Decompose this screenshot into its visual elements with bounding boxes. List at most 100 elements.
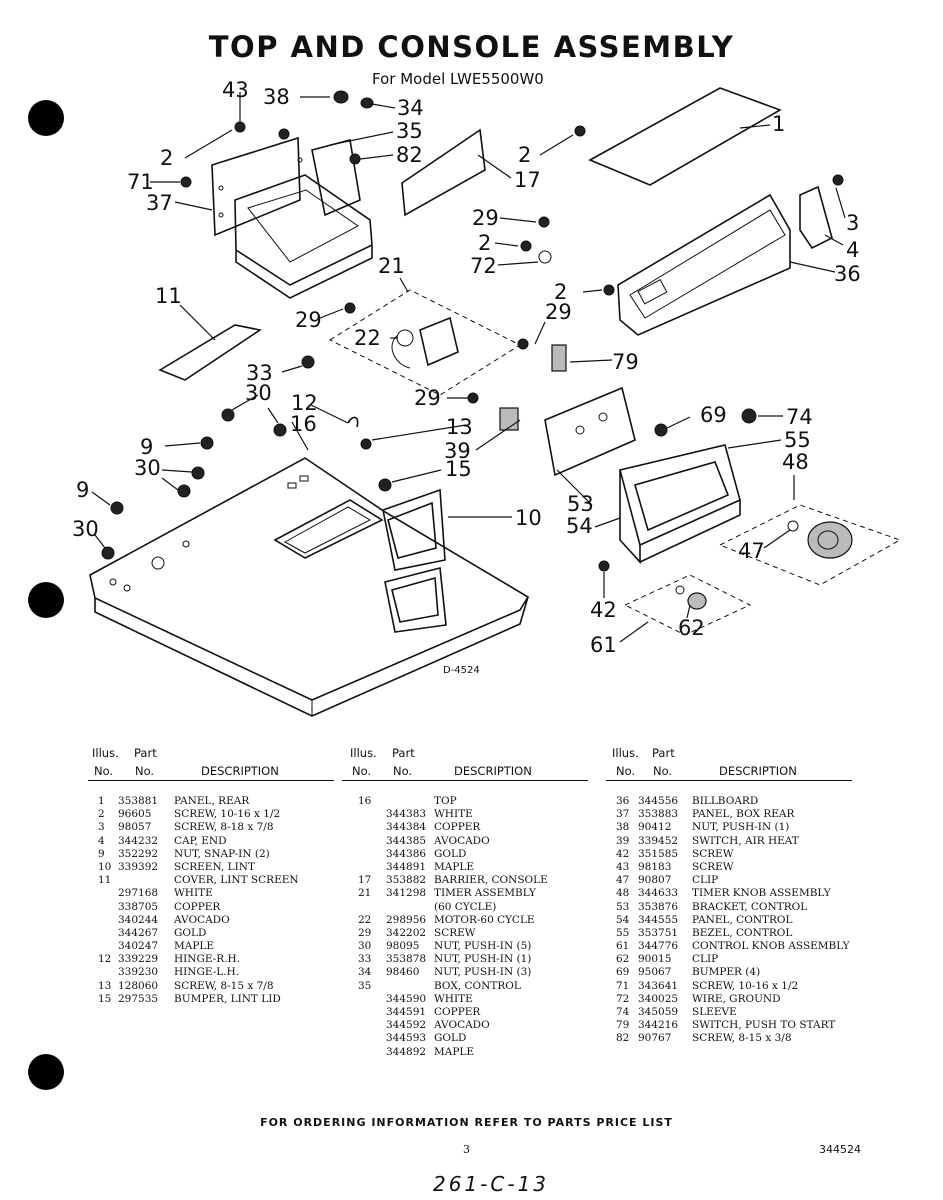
callout-36: 36: [834, 262, 861, 286]
part-description: NUT, PUSH-IN (1): [692, 821, 790, 834]
callout-22: 22: [354, 326, 381, 350]
header-part: Part: [392, 746, 415, 760]
part-number: 344593: [386, 1032, 427, 1045]
callout-9b: 9: [76, 478, 89, 502]
illus-number: 12: [98, 953, 112, 966]
model-subtitle: For Model LWE5500W0: [372, 70, 544, 88]
part-description: MAPLE: [434, 860, 475, 873]
part-number: 343641: [638, 979, 679, 992]
illus-number: 10: [98, 860, 112, 873]
lint-cover-part: [158, 324, 263, 381]
parts-table-header: Illus. Part No. No. DESCRIPTION: [606, 744, 852, 781]
illus-number: 15: [98, 992, 112, 1005]
part-number: 345059: [638, 1006, 679, 1018]
callout-79: 79: [612, 350, 639, 374]
illus-number: 42: [616, 847, 630, 860]
illus-number: 16: [358, 795, 372, 807]
header-description: DESCRIPTION: [454, 764, 532, 778]
part-number: 344383: [386, 808, 427, 821]
callout-61: 61: [590, 633, 617, 657]
part-number: 352292: [118, 847, 159, 860]
part-number: 344384: [386, 821, 427, 834]
parts-row: 16 TOP: [342, 795, 588, 808]
part-description: BUMPER (4): [692, 966, 761, 979]
part-description: PANEL, BOX REAR: [692, 808, 795, 821]
part-number: 344386: [386, 847, 427, 860]
part-number: 339452: [638, 834, 679, 847]
part-description: SCREW, 8-15 x 7/8: [174, 979, 274, 992]
billboard-part: [617, 193, 791, 336]
part-description: (60 CYCLE): [434, 900, 497, 913]
part-description: BUMPER, LINT LID: [174, 992, 281, 1005]
illus-number: 53: [616, 900, 630, 913]
part-number: 353882: [386, 874, 427, 887]
part-number: 351585: [638, 847, 679, 860]
part-number: 344591: [386, 1006, 427, 1018]
illus-number: 9: [98, 847, 105, 860]
part-description: MAPLE: [434, 1045, 475, 1058]
part-description: COPPER: [434, 821, 481, 834]
callout-2d: 2: [554, 280, 567, 304]
part-description: SCREW, 8-18 x 7/8: [174, 821, 274, 834]
part-description: BEZEL, CONTROL: [692, 926, 793, 939]
part-number: 340025: [638, 992, 679, 1005]
callout-labels: 43 38 34 35 2 82 71 37 17 2 1 3 4 36 29 …: [72, 78, 861, 676]
part-description: WHITE: [434, 992, 473, 1005]
part-number: 339229: [118, 953, 159, 966]
part-description: TIMER ASSEMBLY: [434, 887, 536, 900]
hardware-parts: [101, 90, 844, 572]
illus-number: 30: [358, 940, 372, 953]
callout-29c: 29: [545, 300, 572, 324]
part-number: 340247: [118, 940, 159, 953]
parts-table-header: Illus. Part No. No. DESCRIPTION: [342, 744, 588, 781]
handwritten-note: 261-C-13: [433, 1172, 550, 1196]
control-bracket-part: [544, 386, 636, 477]
part-description: CONTROL KNOB ASSEMBLY: [692, 940, 850, 953]
part-description: BILLBOARD: [692, 795, 759, 807]
callout-54: 54: [566, 514, 593, 538]
binder-hole-3: [28, 1054, 64, 1090]
part-number: 90767: [638, 1032, 672, 1045]
callout-4: 4: [846, 238, 859, 262]
part-number: 96605: [118, 808, 152, 821]
callout-33: 33: [246, 361, 273, 385]
callout-69: 69: [700, 403, 727, 427]
header-description: DESCRIPTION: [719, 764, 797, 778]
part-description: BARRIER, CONSOLE: [434, 874, 548, 887]
part-description: WHITE: [174, 887, 213, 900]
part-description: AVOCADO: [434, 834, 490, 847]
callout-12: 12: [291, 391, 318, 415]
illus-number: 43: [616, 860, 630, 873]
part-description: TOP: [434, 795, 457, 807]
illus-number: 69: [616, 966, 630, 979]
parts-table-column-2: Illus. Part No. No. DESCRIPTION 16 TOP 344…: [342, 744, 588, 1059]
document-number: 344524: [819, 1143, 861, 1156]
illus-number: 21: [358, 887, 372, 900]
part-description: WHITE: [434, 808, 473, 821]
part-number: 98183: [638, 860, 672, 873]
illus-number: 82: [616, 1032, 630, 1045]
leader-lines: [91, 92, 846, 643]
part-description: HINGE-L.H.: [174, 966, 240, 979]
part-description: PANEL, CONTROL: [692, 913, 793, 926]
diagram-code: D-4524: [443, 665, 480, 676]
end-cap-part: [799, 185, 833, 250]
callout-42: 42: [590, 598, 617, 622]
part-description: CLIP: [692, 874, 719, 887]
illus-number: 72: [616, 992, 630, 1005]
illus-number: 48: [616, 887, 630, 900]
